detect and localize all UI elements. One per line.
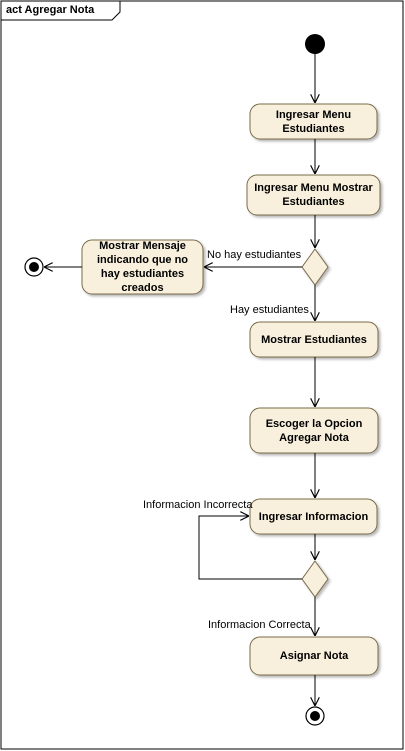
action-ingresar-informacion (249, 498, 378, 535)
edge-label-incorrecta: Informacion Incorrecta (143, 499, 253, 511)
initial-node (305, 34, 325, 54)
action-escoger-opcion (249, 407, 379, 454)
decision-hay-estudiantes (301, 248, 329, 286)
edge-label-hay: Hay estudiantes (230, 304, 309, 316)
label-ingresar-informacion: Ingresar Informacion (258, 510, 369, 523)
frame-title: act Agregar Nota (6, 4, 95, 16)
final-node-nota (305, 706, 325, 726)
label-ingresar-menu-mostrar: Ingresar Menu Mostrar Estudiantes (254, 182, 373, 208)
label-asignar-nota: Asignar Nota (279, 650, 349, 662)
flow-incorrecta (198, 516, 302, 580)
label-mostrar-mensaje: Mostrar Mensaje indicando que no hay est… (96, 240, 189, 294)
decision-informacion (301, 560, 329, 598)
label-ingresar-menu: Ingresar Menu Estudiantes (275, 108, 352, 135)
label-escoger-opcion: Escoger la Opcion Agregar Nota (265, 417, 363, 444)
edge-label-correcta: Informacion Correcta (208, 619, 311, 631)
frame-title-tab (1, 1, 121, 21)
label-mostrar-estudiantes: Mostrar Estudiantes (261, 333, 367, 346)
action-asignar-nota (249, 636, 379, 676)
final-node-mensaje (24, 257, 44, 277)
action-mostrar-estudiantes (249, 321, 379, 358)
action-ingresar-menu (249, 103, 378, 140)
action-ingresar-menu-mostrar (246, 174, 381, 216)
edge-label-no-hay: No hay estudiantes (207, 249, 302, 261)
